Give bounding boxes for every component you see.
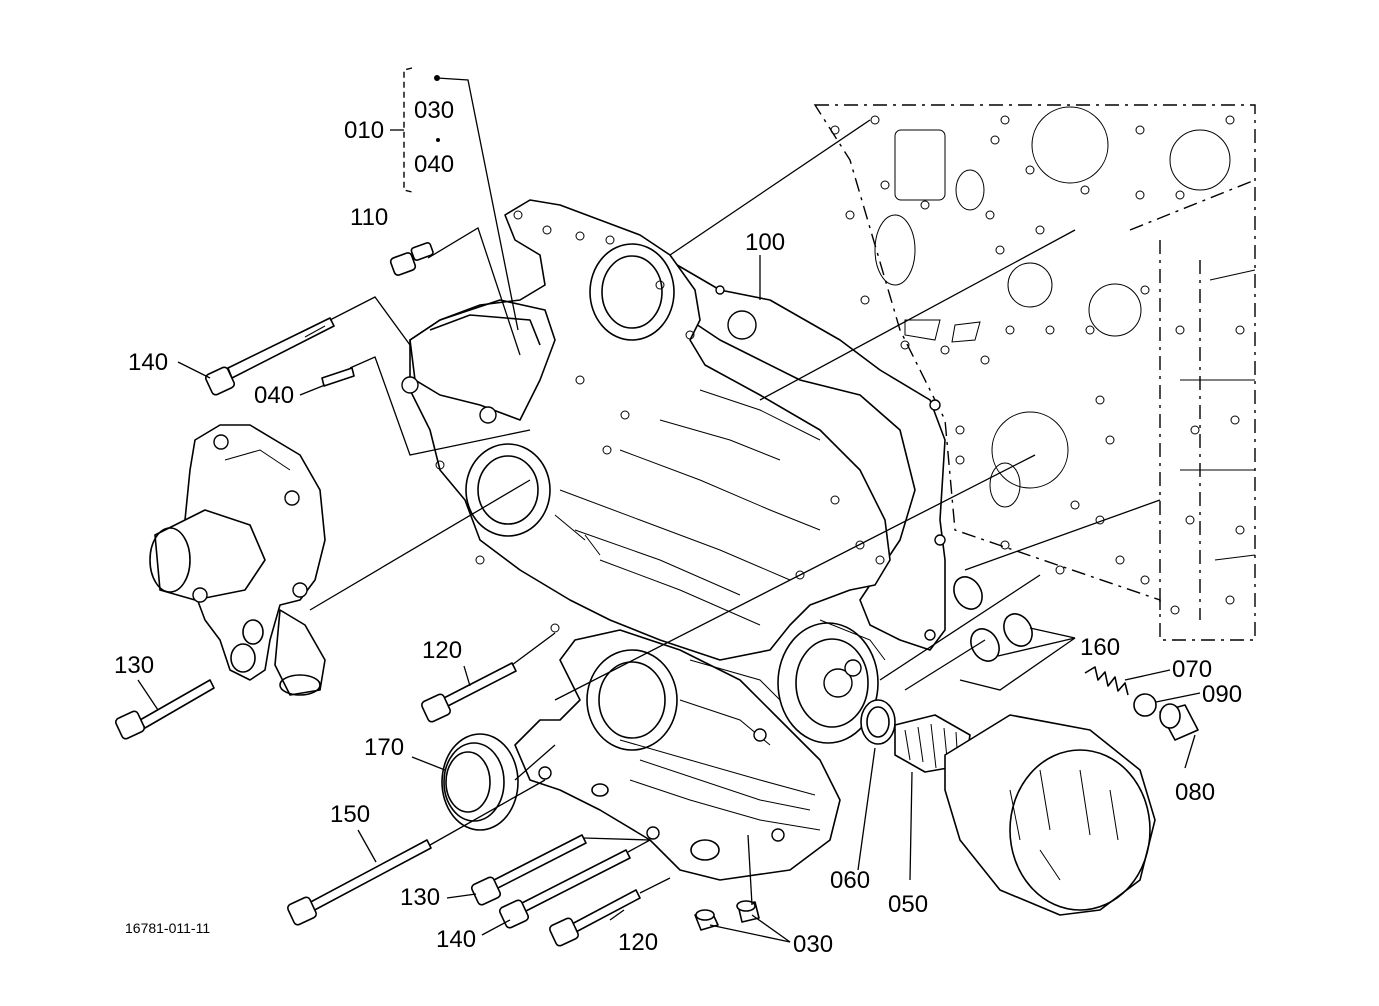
label-090: 090 [1202,681,1242,708]
oil-seal-170 [441,733,519,831]
label-120-mid: 120 [422,637,462,664]
label-140-left: 140 [128,349,168,376]
label-080: 080 [1175,779,1215,806]
water-pump [149,424,326,696]
label-060: 060 [830,867,870,894]
label-130-bottom: 130 [400,884,440,911]
part-labels: 010 030 040 110 100 140 040 130 120 170 … [114,97,1242,958]
lower-cover [514,629,841,881]
label-130-left: 130 [114,652,154,679]
label-140-bottom: 140 [436,926,476,953]
label-120-bottom: 120 [618,929,658,956]
label-040-top: 040 [414,151,454,178]
oil-filter-assembly [860,576,1199,916]
label-050: 050 [888,891,928,918]
label-170: 170 [364,734,404,761]
label-160: 160 [1080,634,1120,661]
gear-case [401,199,891,744]
bolts [114,241,760,947]
drawing-number: 16781-011-11 [125,920,210,936]
label-040-left: 040 [254,382,294,409]
label-010: 010 [344,117,384,144]
engine-block [813,104,1256,641]
label-070: 070 [1172,656,1212,683]
gasket-100 [569,229,946,651]
label-110: 110 [350,204,388,231]
label-030-bottom: 030 [793,931,833,958]
label-150: 150 [330,801,370,828]
leader-lines [137,67,1201,943]
label-030-top: 030 [414,97,454,124]
label-100: 100 [745,229,785,256]
